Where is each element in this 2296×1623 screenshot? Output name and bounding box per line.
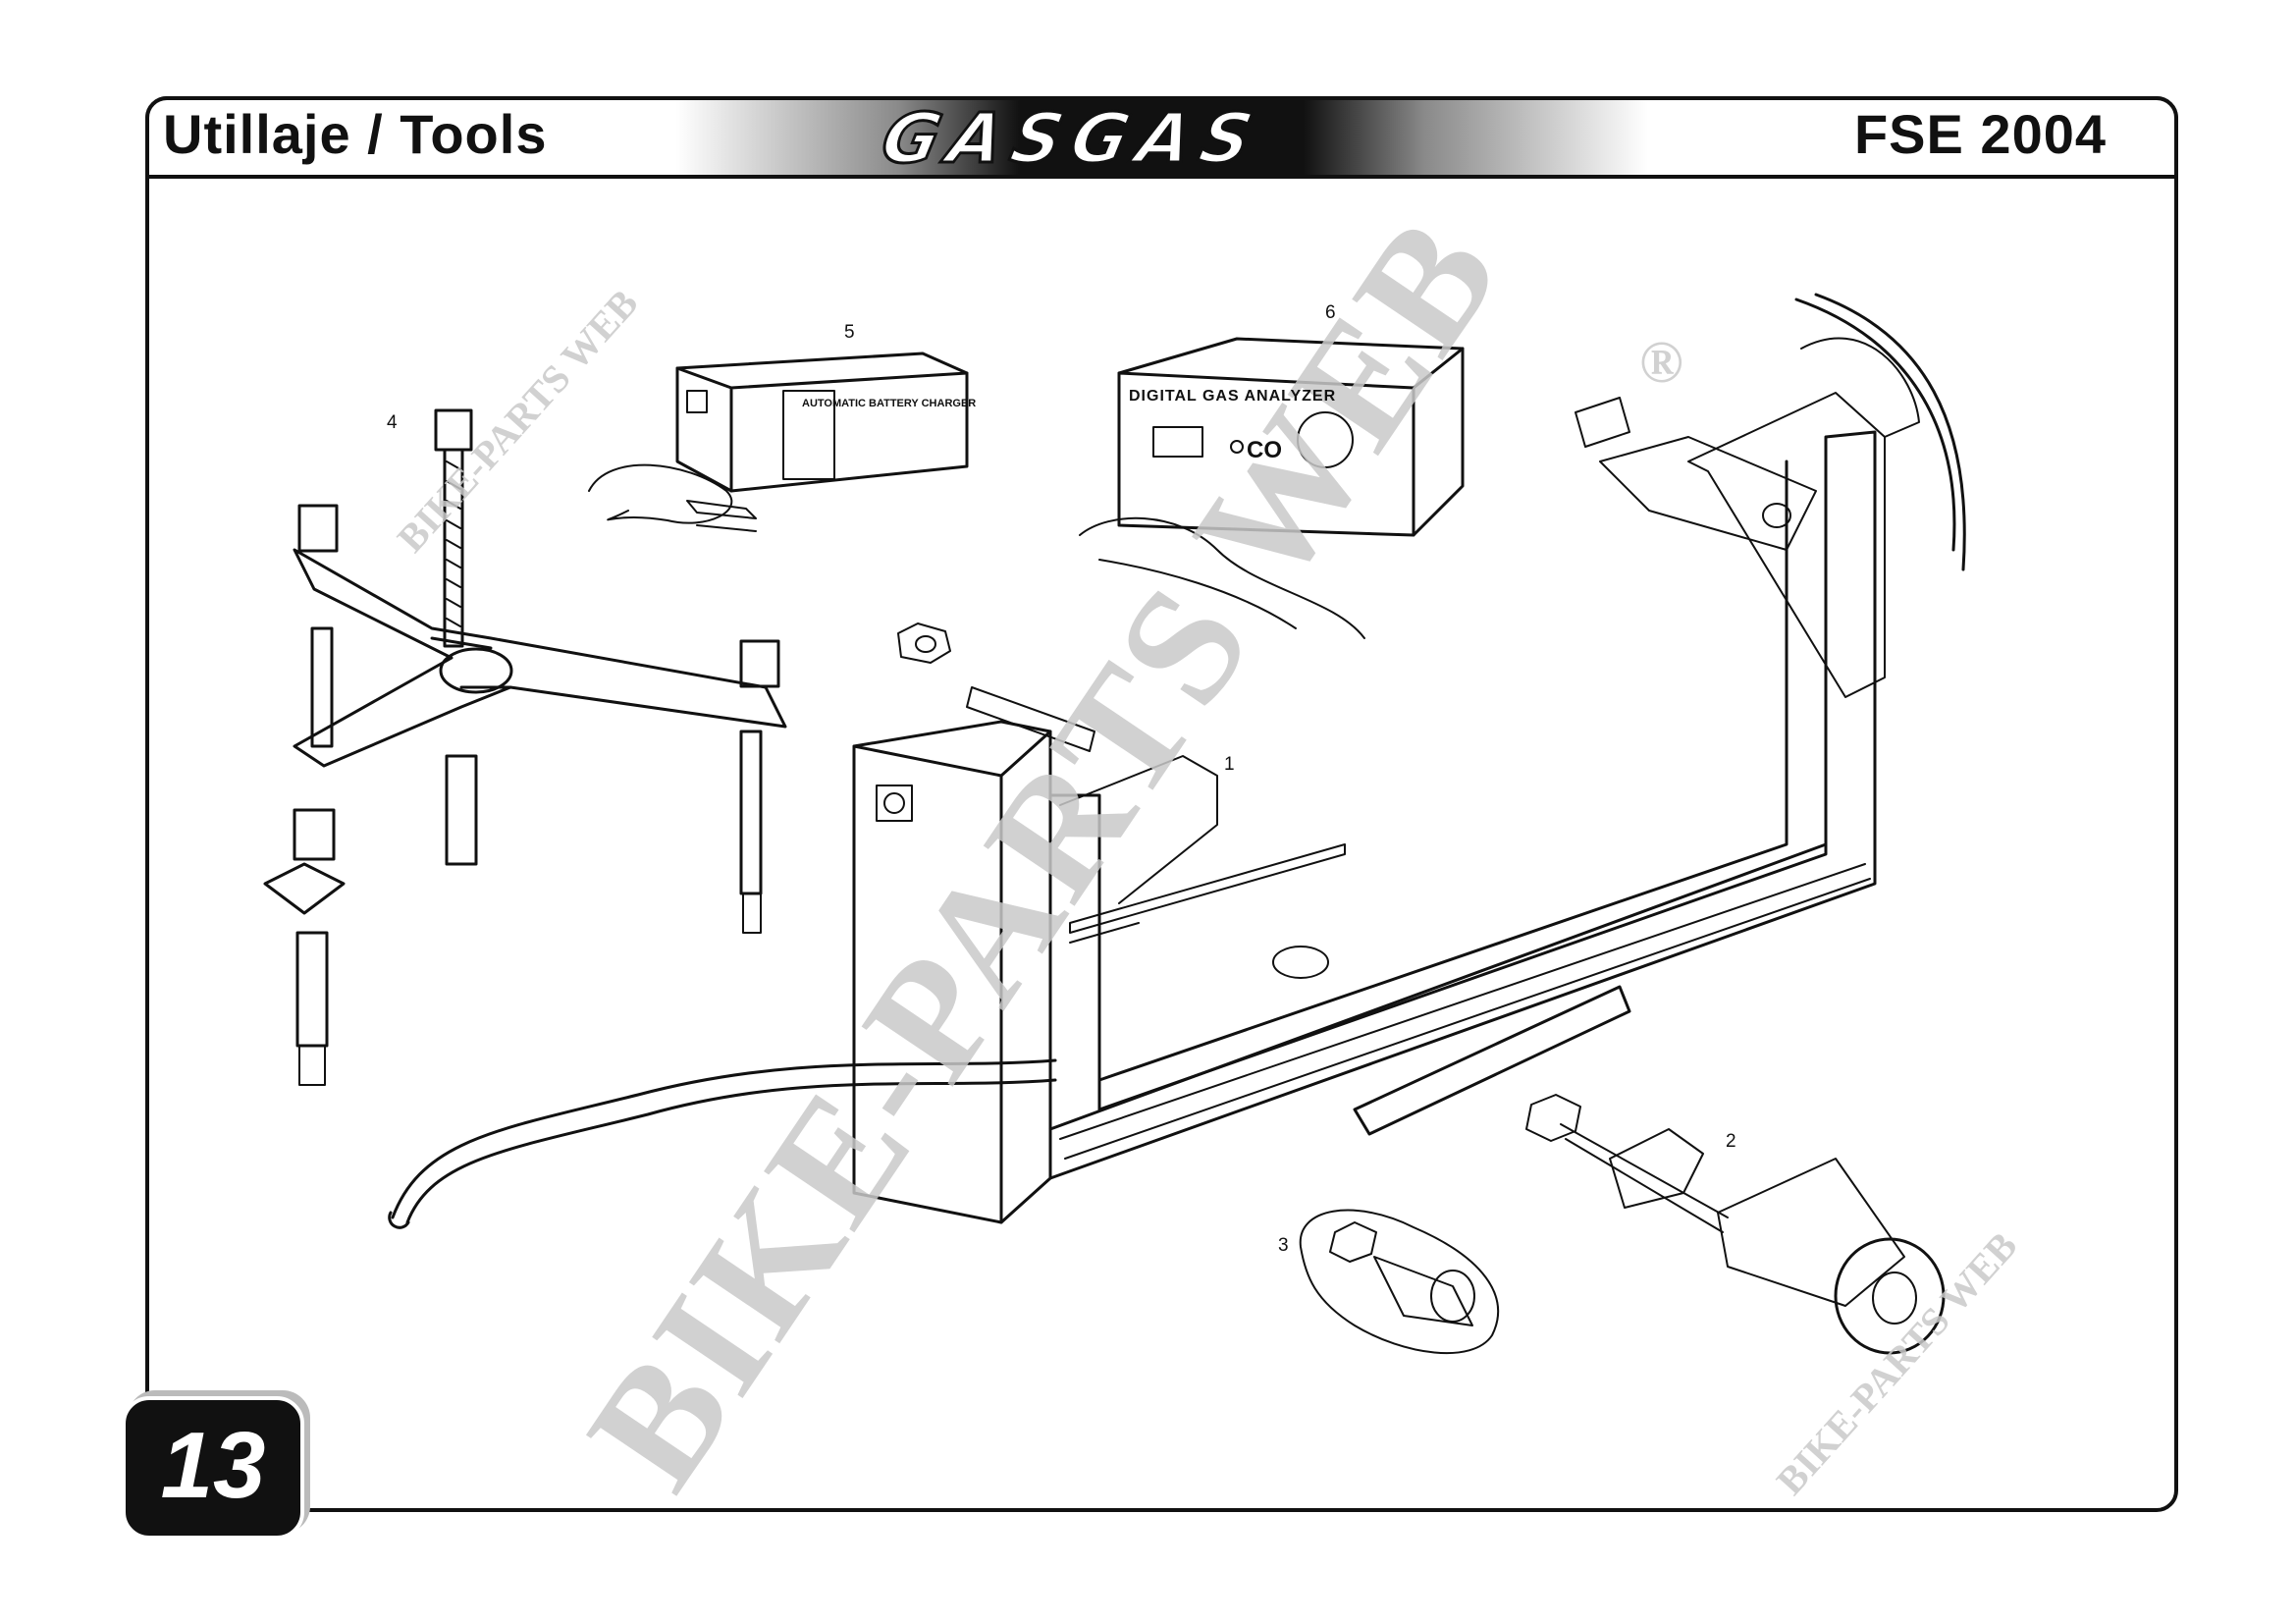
engine-stand xyxy=(390,295,1965,1227)
callout-2: 2 xyxy=(1726,1131,1736,1152)
page-number-badge: 13 xyxy=(122,1396,304,1540)
callout-1: 1 xyxy=(1224,754,1235,775)
puller-tool xyxy=(265,410,785,1085)
section-title: Utillaje / Tools xyxy=(163,103,548,165)
callout-5: 5 xyxy=(844,322,855,343)
gas-analyzer xyxy=(1080,339,1463,638)
analyzer-label: DIGITAL GAS ANALYZER xyxy=(1129,388,1337,405)
battery-charger xyxy=(589,353,967,531)
callout-6: 6 xyxy=(1325,302,1336,323)
puller-nut-right xyxy=(741,641,778,686)
charger-label: AUTOMATIC BATTERY CHARGER xyxy=(802,398,977,409)
puller-nut-left-top xyxy=(299,506,337,551)
analyzer-reading: CO xyxy=(1247,437,1282,463)
puller-nut-left-bottom xyxy=(294,810,334,859)
watermark-registered-mark: ® xyxy=(1639,330,1683,395)
header-bar xyxy=(145,96,2178,179)
page-number: 13 xyxy=(160,1413,266,1518)
callout-4: 4 xyxy=(387,412,398,433)
stand-base-plate xyxy=(1355,987,1629,1134)
flywheel-puller xyxy=(1301,1211,1498,1354)
extractor-tool xyxy=(1526,1095,1944,1353)
puller-screw xyxy=(445,450,462,646)
model-title: FSE 2004 xyxy=(1853,103,2107,165)
callout-3: 3 xyxy=(1278,1235,1289,1256)
